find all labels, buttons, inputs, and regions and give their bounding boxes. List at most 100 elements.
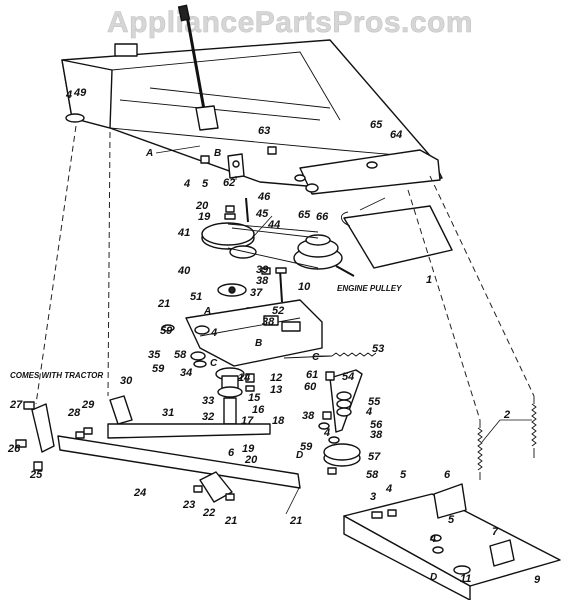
callout-12: 12 — [270, 372, 282, 384]
callout-5: 5 — [202, 178, 209, 190]
callout-19: 19 — [198, 211, 211, 223]
reference-letters: A B A B C C D D — [145, 148, 437, 583]
callout-23: 23 — [182, 499, 195, 511]
callout-35: 35 — [148, 349, 161, 361]
bottom-platform — [343, 483, 561, 600]
callout-57: 57 — [368, 451, 381, 463]
callout-38: 38 — [256, 275, 269, 287]
callout-20: 20 — [244, 454, 258, 466]
lower-rail — [57, 427, 301, 489]
callout-38: 38 — [262, 316, 275, 328]
callout-16: 16 — [252, 404, 265, 416]
callout-37: 37 — [250, 287, 263, 299]
callout-59: 59 — [152, 363, 165, 375]
linkage-bar — [107, 395, 271, 439]
idler-arm-right — [318, 369, 363, 475]
callout-4: 4 — [65, 89, 72, 101]
callout-17: 17 — [241, 415, 254, 427]
shift-lever — [177, 4, 219, 131]
ref-letter-c: C — [312, 352, 320, 363]
callout-55: 55 — [368, 396, 381, 408]
callout-22: 22 — [202, 507, 215, 519]
callout-29: 29 — [81, 399, 95, 411]
engine-pulley-label: ENGINE PULLEY — [337, 284, 402, 293]
pulley-assembly — [201, 222, 343, 297]
callout-1: 1 — [426, 274, 432, 286]
callout-28: 28 — [67, 407, 81, 419]
callout-2: 2 — [503, 409, 510, 421]
comes-with-tractor-label: COMES WITH TRACTOR — [10, 371, 103, 380]
callout-56: 56 — [370, 419, 383, 431]
callout-66: 66 — [316, 211, 329, 223]
callout-63: 63 — [258, 125, 270, 137]
callout-53: 53 — [372, 343, 384, 355]
projection-lines — [35, 125, 535, 421]
callout-30: 30 — [120, 375, 133, 387]
idler-bracket — [185, 299, 323, 367]
callout-52: 52 — [272, 305, 284, 317]
callout-58: 58 — [366, 469, 379, 481]
callout-31: 31 — [162, 407, 174, 419]
ref-letter-b: B — [214, 148, 221, 159]
callout-58: 58 — [174, 349, 187, 361]
frame-bracket-right — [294, 149, 441, 195]
ref-letter-b: B — [255, 338, 262, 349]
plate-part-1 — [341, 205, 453, 269]
ref-letter-d: D — [296, 450, 303, 461]
ref-letter-d: D — [430, 572, 437, 583]
callout-44: 44 — [267, 219, 280, 231]
engine-pulley-arrow — [335, 265, 355, 277]
callout-6: 6 — [444, 469, 451, 481]
ref-letter-a: A — [203, 306, 211, 317]
left-bracket — [15, 401, 55, 471]
callout-9: 9 — [534, 574, 541, 586]
callout-5: 5 — [400, 469, 407, 481]
callout-20: 20 — [195, 200, 209, 212]
callout-34: 34 — [180, 367, 192, 379]
callout-15: 15 — [248, 392, 261, 404]
callout-60: 60 — [304, 381, 317, 393]
clutch-spring — [283, 352, 377, 359]
callout-6: 6 — [228, 447, 235, 459]
center-post — [215, 367, 255, 435]
callout-49: 49 — [73, 87, 87, 99]
callout-7: 7 — [492, 526, 499, 538]
callout-33: 33 — [202, 395, 214, 407]
callout-59: 59 — [160, 325, 173, 337]
lower-clip — [193, 471, 235, 503]
ref-letter-a: A — [145, 148, 153, 159]
callout-11: 11 — [460, 573, 471, 585]
callout-21: 21 — [289, 515, 302, 527]
callout-4: 4 — [365, 406, 372, 418]
callout-39: 39 — [256, 264, 269, 276]
callout-65: 65 — [370, 119, 383, 131]
callout-4: 4 — [183, 178, 190, 190]
callout-54: 54 — [342, 371, 354, 383]
callout-51: 51 — [190, 291, 202, 303]
callout-65: 65 — [298, 209, 311, 221]
callout-4: 4 — [323, 427, 330, 439]
callout-38: 38 — [302, 410, 315, 422]
callout-21: 21 — [224, 515, 237, 527]
callout-41: 41 — [177, 227, 190, 239]
hardware-stack-left — [161, 324, 210, 368]
callout-24: 24 — [133, 487, 146, 499]
callout-3: 3 — [370, 491, 376, 503]
callout-10: 10 — [298, 281, 311, 293]
callout-4: 4 — [385, 483, 392, 495]
callout-26: 26 — [7, 443, 21, 455]
bracket-part-62 — [200, 146, 277, 179]
callout-21: 21 — [157, 298, 170, 310]
callout-4: 4 — [210, 327, 217, 339]
callout-5: 5 — [448, 514, 455, 526]
callout-59: 59 — [300, 441, 313, 453]
callout-14: 14 — [238, 372, 250, 384]
callout-27: 27 — [9, 399, 23, 411]
callout-40: 40 — [177, 265, 191, 277]
callout-13: 13 — [270, 384, 282, 396]
callout-38: 38 — [370, 429, 383, 441]
tractor-frame — [61, 39, 443, 189]
callout-61: 61 — [306, 369, 318, 381]
callout-25: 25 — [29, 469, 43, 481]
